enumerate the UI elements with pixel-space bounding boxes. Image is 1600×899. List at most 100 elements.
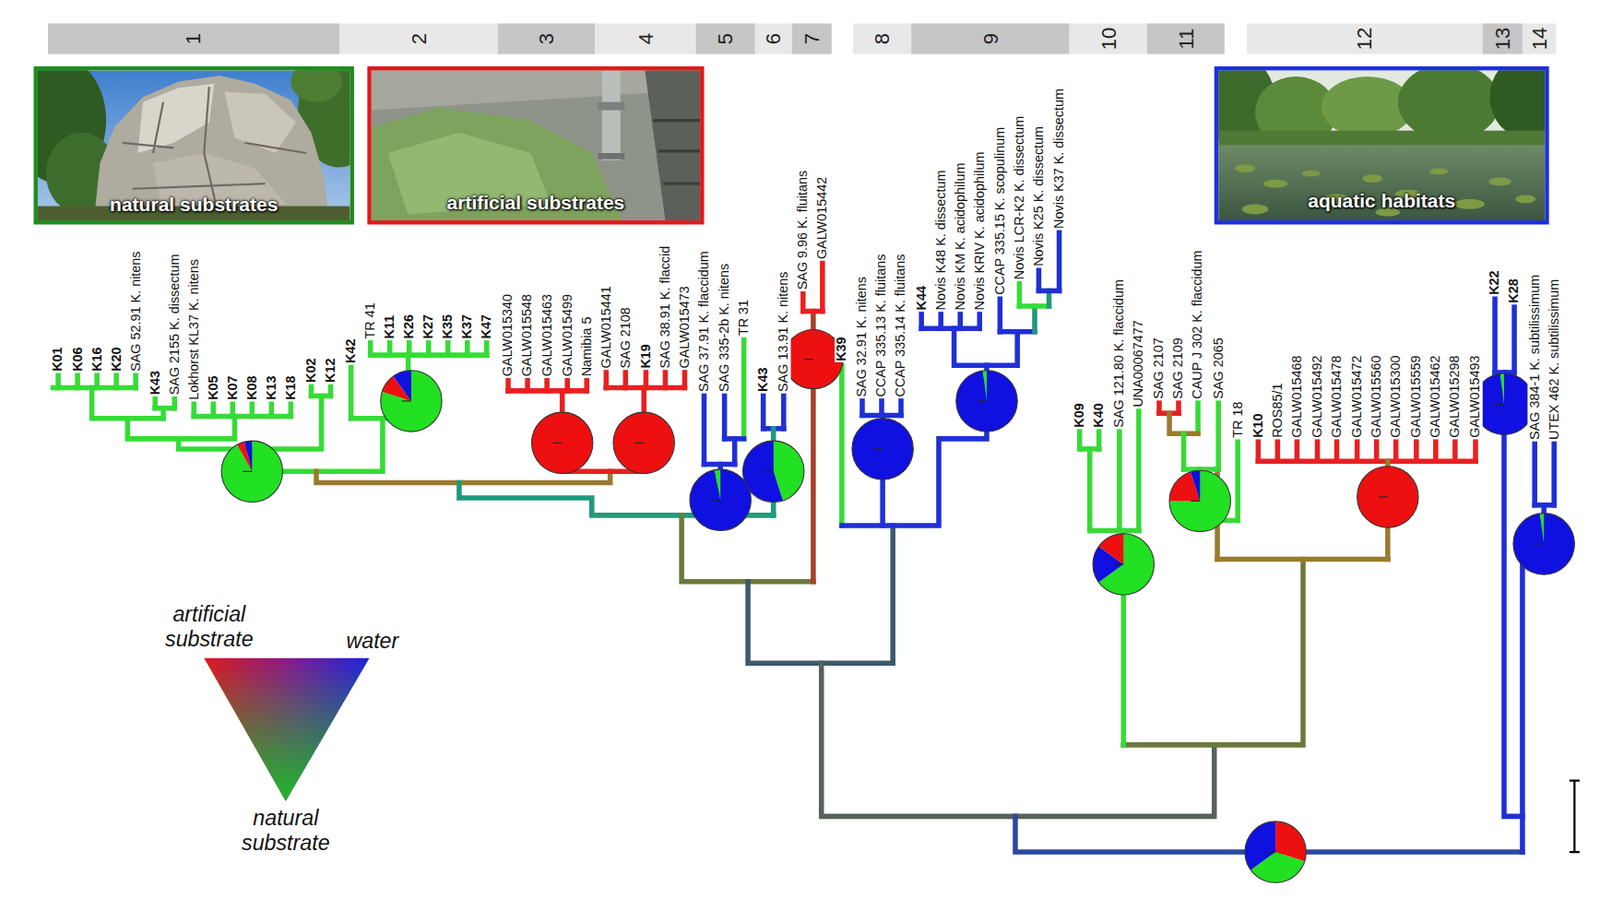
taxon-label: Namibia 5 <box>579 315 593 378</box>
taxon-label: SAG 32.91 K. nitens <box>854 275 869 399</box>
leaf-branch <box>1036 270 1043 291</box>
pie-slice <box>1098 533 1124 565</box>
leaf-branch <box>1077 431 1083 450</box>
taxon-label: SAG 384-1 K. subtilissimum <box>1527 273 1541 441</box>
taxon-label: K47 <box>479 313 494 341</box>
pie-slice <box>1540 513 1544 545</box>
taxon-label: SAG 52.91 K. nitens <box>128 249 143 373</box>
taxon-label: Novis LCR-K2 K. dissectum <box>1012 115 1027 282</box>
habitat-panel: artificial substrates <box>367 66 704 226</box>
tree-branch <box>1090 528 1139 534</box>
leaf-branch <box>1215 402 1221 470</box>
taxon-label: GALW015463 <box>539 293 554 379</box>
taxon-label: K44 <box>913 284 928 312</box>
pie-outline <box>956 370 1018 432</box>
tree-branch <box>1169 413 1198 434</box>
pie-outline <box>1513 513 1575 575</box>
leaf-branch <box>1531 443 1538 505</box>
taxon-label: SAG 37.91 K. flaccidum <box>697 249 712 393</box>
taxon-label: K08 <box>245 374 260 402</box>
clade-number: 4 <box>634 33 657 45</box>
tree-branch <box>1038 288 1059 295</box>
clade-band: 3 <box>497 23 595 54</box>
tree-branch <box>1087 449 1093 532</box>
taxon-label: SAG 2065 <box>1210 336 1225 401</box>
leaf-branch <box>1195 402 1201 434</box>
tree-branch <box>127 416 235 439</box>
leaf-branch <box>722 395 728 439</box>
tree-branch <box>747 525 893 664</box>
taxon-label: GALW015442 <box>815 176 830 261</box>
taxon-label: UNA00067477 <box>1131 319 1146 409</box>
tree-branch <box>821 663 1215 817</box>
leaf-branch <box>1393 441 1399 462</box>
taxon-label: GALW015492 <box>1310 354 1325 439</box>
leaf-branch <box>1511 307 1518 373</box>
legend-corner-label: artificial substrate <box>153 602 266 652</box>
leaf-branch <box>800 294 806 312</box>
pie-slice <box>1500 373 1505 404</box>
tree-branch <box>310 393 331 400</box>
clade-band: 6 <box>755 23 793 54</box>
pie-outline <box>221 440 283 502</box>
clade-band: 7 <box>792 23 832 54</box>
taxon-label: K11 <box>382 314 397 341</box>
clade-number: 5 <box>714 33 737 45</box>
tree-branch <box>803 308 823 315</box>
habitat-panel: aquatic habitats <box>1214 66 1550 226</box>
taxon-label: K40 <box>1091 402 1106 429</box>
leaf-branch <box>997 298 1004 332</box>
clade-band: 13 <box>1482 23 1523 54</box>
pie-slice <box>983 370 987 402</box>
leaf-branch <box>1056 232 1063 291</box>
taxon-label: K42 <box>343 337 358 365</box>
leaf-branch <box>1315 441 1321 462</box>
taxon-label: K22 <box>1487 269 1502 297</box>
taxon-label: CCAP 335.14 K. fluitans <box>893 253 908 399</box>
leaf-branch <box>1492 298 1498 373</box>
habitat-label: aquatic habitats <box>1218 189 1545 213</box>
tree-branch <box>732 438 738 465</box>
leaf-branch <box>1433 441 1439 462</box>
pie-tick <box>1114 563 1124 565</box>
pie-slice <box>244 440 252 472</box>
wall-photo <box>371 70 700 221</box>
pie-tick <box>1494 403 1505 405</box>
taxon-label: GALW015298 <box>1447 354 1462 439</box>
pie-slice <box>1473 373 1535 435</box>
clade-band: 12 <box>1246 23 1483 54</box>
pie-tick <box>1534 543 1544 545</box>
pie-slice <box>531 412 593 474</box>
taxon-label: TR 18 <box>1230 400 1245 439</box>
rock-photo <box>37 70 351 221</box>
pie-tick <box>553 442 563 444</box>
pie-tick <box>804 358 814 360</box>
clade-number: 9 <box>979 33 1002 45</box>
tree-branch <box>1123 558 1304 745</box>
taxon-label: SAG 2155 K. dissectum <box>166 252 181 396</box>
pie-tick <box>977 400 987 402</box>
tree-branch <box>193 414 291 420</box>
habitat-label: artificial substrates <box>371 191 700 214</box>
taxon-label: K01 <box>50 345 65 373</box>
tree-branch <box>1257 458 1476 464</box>
leaf-branch <box>741 340 747 439</box>
clade-number: 2 <box>407 33 430 45</box>
taxon-label: K09 <box>1072 402 1087 429</box>
clade-band: 10 <box>1069 23 1148 54</box>
taxon-label: GALW015340 <box>500 293 515 379</box>
clade-number: 13 <box>1491 27 1514 51</box>
scale-bar <box>1569 781 1580 853</box>
taxon-label: GALW015472 <box>1350 354 1364 439</box>
taxon-label: K12 <box>323 357 338 385</box>
pie-outline <box>743 440 805 502</box>
pie-tick <box>1190 500 1200 502</box>
tree-branch <box>1217 557 1388 563</box>
pie-slice <box>852 418 913 480</box>
clade-number: 8 <box>870 33 893 45</box>
pie-slice <box>380 370 442 432</box>
clade-number: 1 <box>182 33 205 45</box>
pie-outline <box>1244 821 1306 883</box>
